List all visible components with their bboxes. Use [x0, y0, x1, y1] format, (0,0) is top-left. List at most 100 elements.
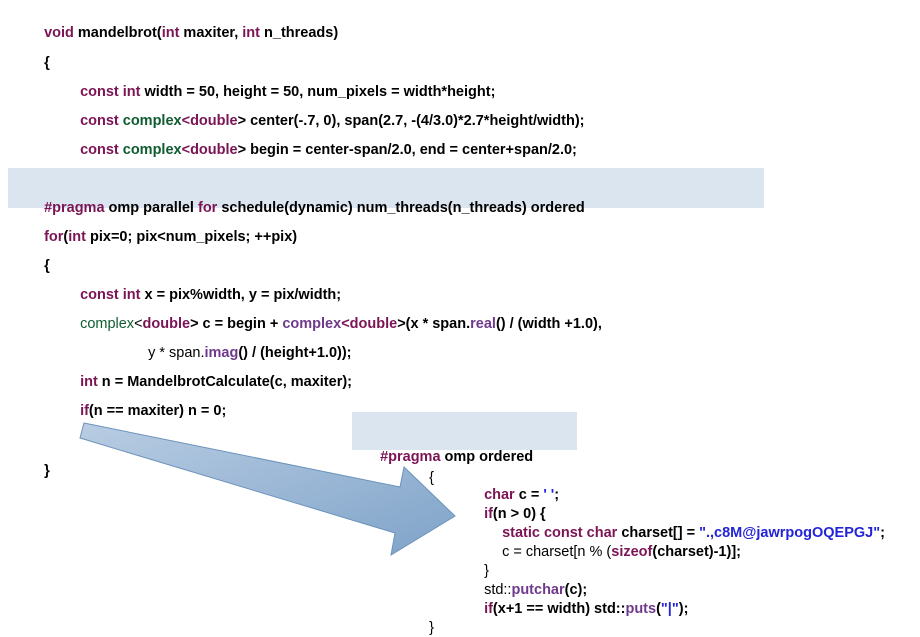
code-token: x = pix%width, y = pix/width;: [140, 287, 342, 303]
function-token: complex: [282, 316, 342, 332]
code-line-8: {: [36, 239, 50, 275]
code-token: c =: [514, 487, 544, 503]
code-token: y * span.: [148, 345, 205, 361]
code-token: (charset)-1)];: [652, 544, 741, 560]
keyword-token: <: [181, 113, 191, 129]
keyword-token: <: [341, 316, 350, 332]
code-token: }: [44, 463, 50, 479]
keyword-token: int: [80, 374, 98, 390]
code-token: n = MandelbrotCalculate(c, maxiter);: [97, 374, 352, 390]
keyword-token: int: [242, 25, 260, 41]
code-line-15: #pragma omp ordered: [372, 430, 533, 466]
function-token: puts: [625, 601, 657, 617]
code-line-18: if(n > 0) {: [476, 487, 546, 523]
code-token: {: [44, 55, 50, 71]
keyword-token: if: [484, 601, 493, 617]
code-token: charset[] =: [617, 525, 700, 541]
keyword-token: double: [349, 316, 398, 332]
code-token: > c = begin +: [190, 316, 283, 332]
keyword-token: int: [161, 25, 180, 41]
code-token: () / (width +1.0),: [495, 316, 602, 332]
keyword-token: #pragma: [44, 200, 105, 216]
code-token: >(x * span.: [397, 316, 471, 332]
code-token: width = 50, height = 50, num_pixels = wi…: [140, 84, 496, 100]
code-token: pix=0; pix<num_pixels; ++pix): [85, 229, 298, 245]
code-line-9: const int x = pix%width, y = pix/width;: [72, 268, 341, 304]
code-token: (: [656, 601, 661, 617]
function-token: real: [470, 316, 496, 332]
code-token: maxiter,: [179, 25, 243, 41]
keyword-token: int: [68, 229, 86, 245]
code-token: (: [63, 229, 69, 245]
keyword-token: for: [198, 200, 218, 216]
function-token: imag: [204, 345, 239, 361]
keyword-token: void: [44, 25, 74, 41]
keyword-token: static const char: [502, 525, 618, 541]
keyword-token: const: [80, 142, 119, 158]
string-token: ' ': [543, 487, 555, 503]
code-line-2: {: [36, 36, 50, 72]
code-token: omp ordered: [440, 449, 534, 465]
keyword-token: const int: [80, 84, 141, 100]
string-token: ".,c8M@jawrpogOQEPGJ": [699, 525, 881, 541]
keyword-token: sizeof: [611, 544, 653, 560]
type-token: complex: [80, 316, 135, 332]
code-line-6: #pragma omp parallel for schedule(dynami…: [36, 181, 585, 217]
type-token: complex: [122, 113, 182, 129]
code-line-14: }: [36, 444, 50, 480]
keyword-token: const int: [80, 287, 141, 303]
code-line-20: c = charset[n % (sizeof(charset)-1)];: [494, 525, 741, 561]
keyword-token: double: [190, 142, 238, 158]
code-token: schedule(dynamic) num_threads(n_threads)…: [217, 200, 585, 216]
code-token: c = charset[n % (: [502, 544, 612, 560]
code-token: }: [429, 620, 434, 636]
keyword-token: double: [142, 316, 191, 332]
code-line-11: y * span.imag() / (height+1.0));: [140, 326, 352, 362]
code-line-16: {: [421, 451, 434, 487]
keyword-token: const: [80, 113, 119, 129]
keyword-token: char: [484, 487, 515, 503]
code-token: ;: [554, 487, 560, 503]
code-line-12: int n = MandelbrotCalculate(c, maxiter);: [72, 355, 352, 391]
code-line-4: const complex<double> center(-.7, 0), sp…: [72, 94, 584, 130]
code-line-5: const complex<double> begin = center-spa…: [72, 123, 577, 159]
code-token: <: [134, 316, 143, 332]
code-token: (n == maxiter) n = 0;: [88, 403, 227, 419]
code-token: ;: [880, 525, 885, 541]
pragma-ordered-highlight: [352, 412, 577, 450]
code-line-23: if(x+1 == width) std::puts("|");: [476, 582, 688, 618]
code-line-24: }: [421, 601, 434, 637]
keyword-token: double: [190, 113, 238, 129]
code-token: > begin = center-span/2.0, end = center+…: [237, 142, 577, 158]
code-line-22: std::putchar(c);: [476, 563, 587, 599]
code-token: omp parallel: [104, 200, 198, 216]
keyword-token: if: [80, 403, 89, 419]
code-token: (n > 0) {: [492, 506, 546, 522]
code-token: () / (height+1.0));: [238, 345, 352, 361]
code-token: > center(-.7, 0), span(2.7, -(4/3.0)*2.7…: [237, 113, 585, 129]
keyword-token: for: [44, 229, 64, 245]
type-token: complex: [122, 142, 182, 158]
code-token: {: [429, 470, 434, 486]
code-token: n_threads): [260, 25, 339, 41]
code-token: }: [484, 563, 489, 579]
code-line-19: static const char charset[] = ".,c8M@jaw…: [494, 506, 885, 542]
keyword-token: <: [181, 142, 191, 158]
code-token: (c);: [564, 582, 588, 598]
code-line-17: char c = ' ';: [476, 468, 559, 504]
code-line-7: for(int pix=0; pix<num_pixels; ++pix): [36, 210, 297, 246]
code-line-13: if(n == maxiter) n = 0;: [72, 384, 226, 420]
code-line-1: void mandelbrot(int maxiter, int n_threa…: [36, 6, 338, 42]
code-line-10: complex<double> c = begin + complex<doub…: [72, 297, 602, 333]
arrow-icon: [79, 422, 456, 557]
code-line-3: const int width = 50, height = 50, num_p…: [72, 65, 495, 101]
code-token: mandelbrot(: [73, 25, 162, 41]
code-token: );: [678, 601, 689, 617]
code-token: (x+1 == width) std::: [492, 601, 626, 617]
code-token: std::: [484, 582, 512, 598]
function-token: putchar: [511, 582, 565, 598]
string-token: "|": [660, 601, 679, 617]
code-token: {: [44, 258, 50, 274]
keyword-token: #pragma: [380, 449, 441, 465]
